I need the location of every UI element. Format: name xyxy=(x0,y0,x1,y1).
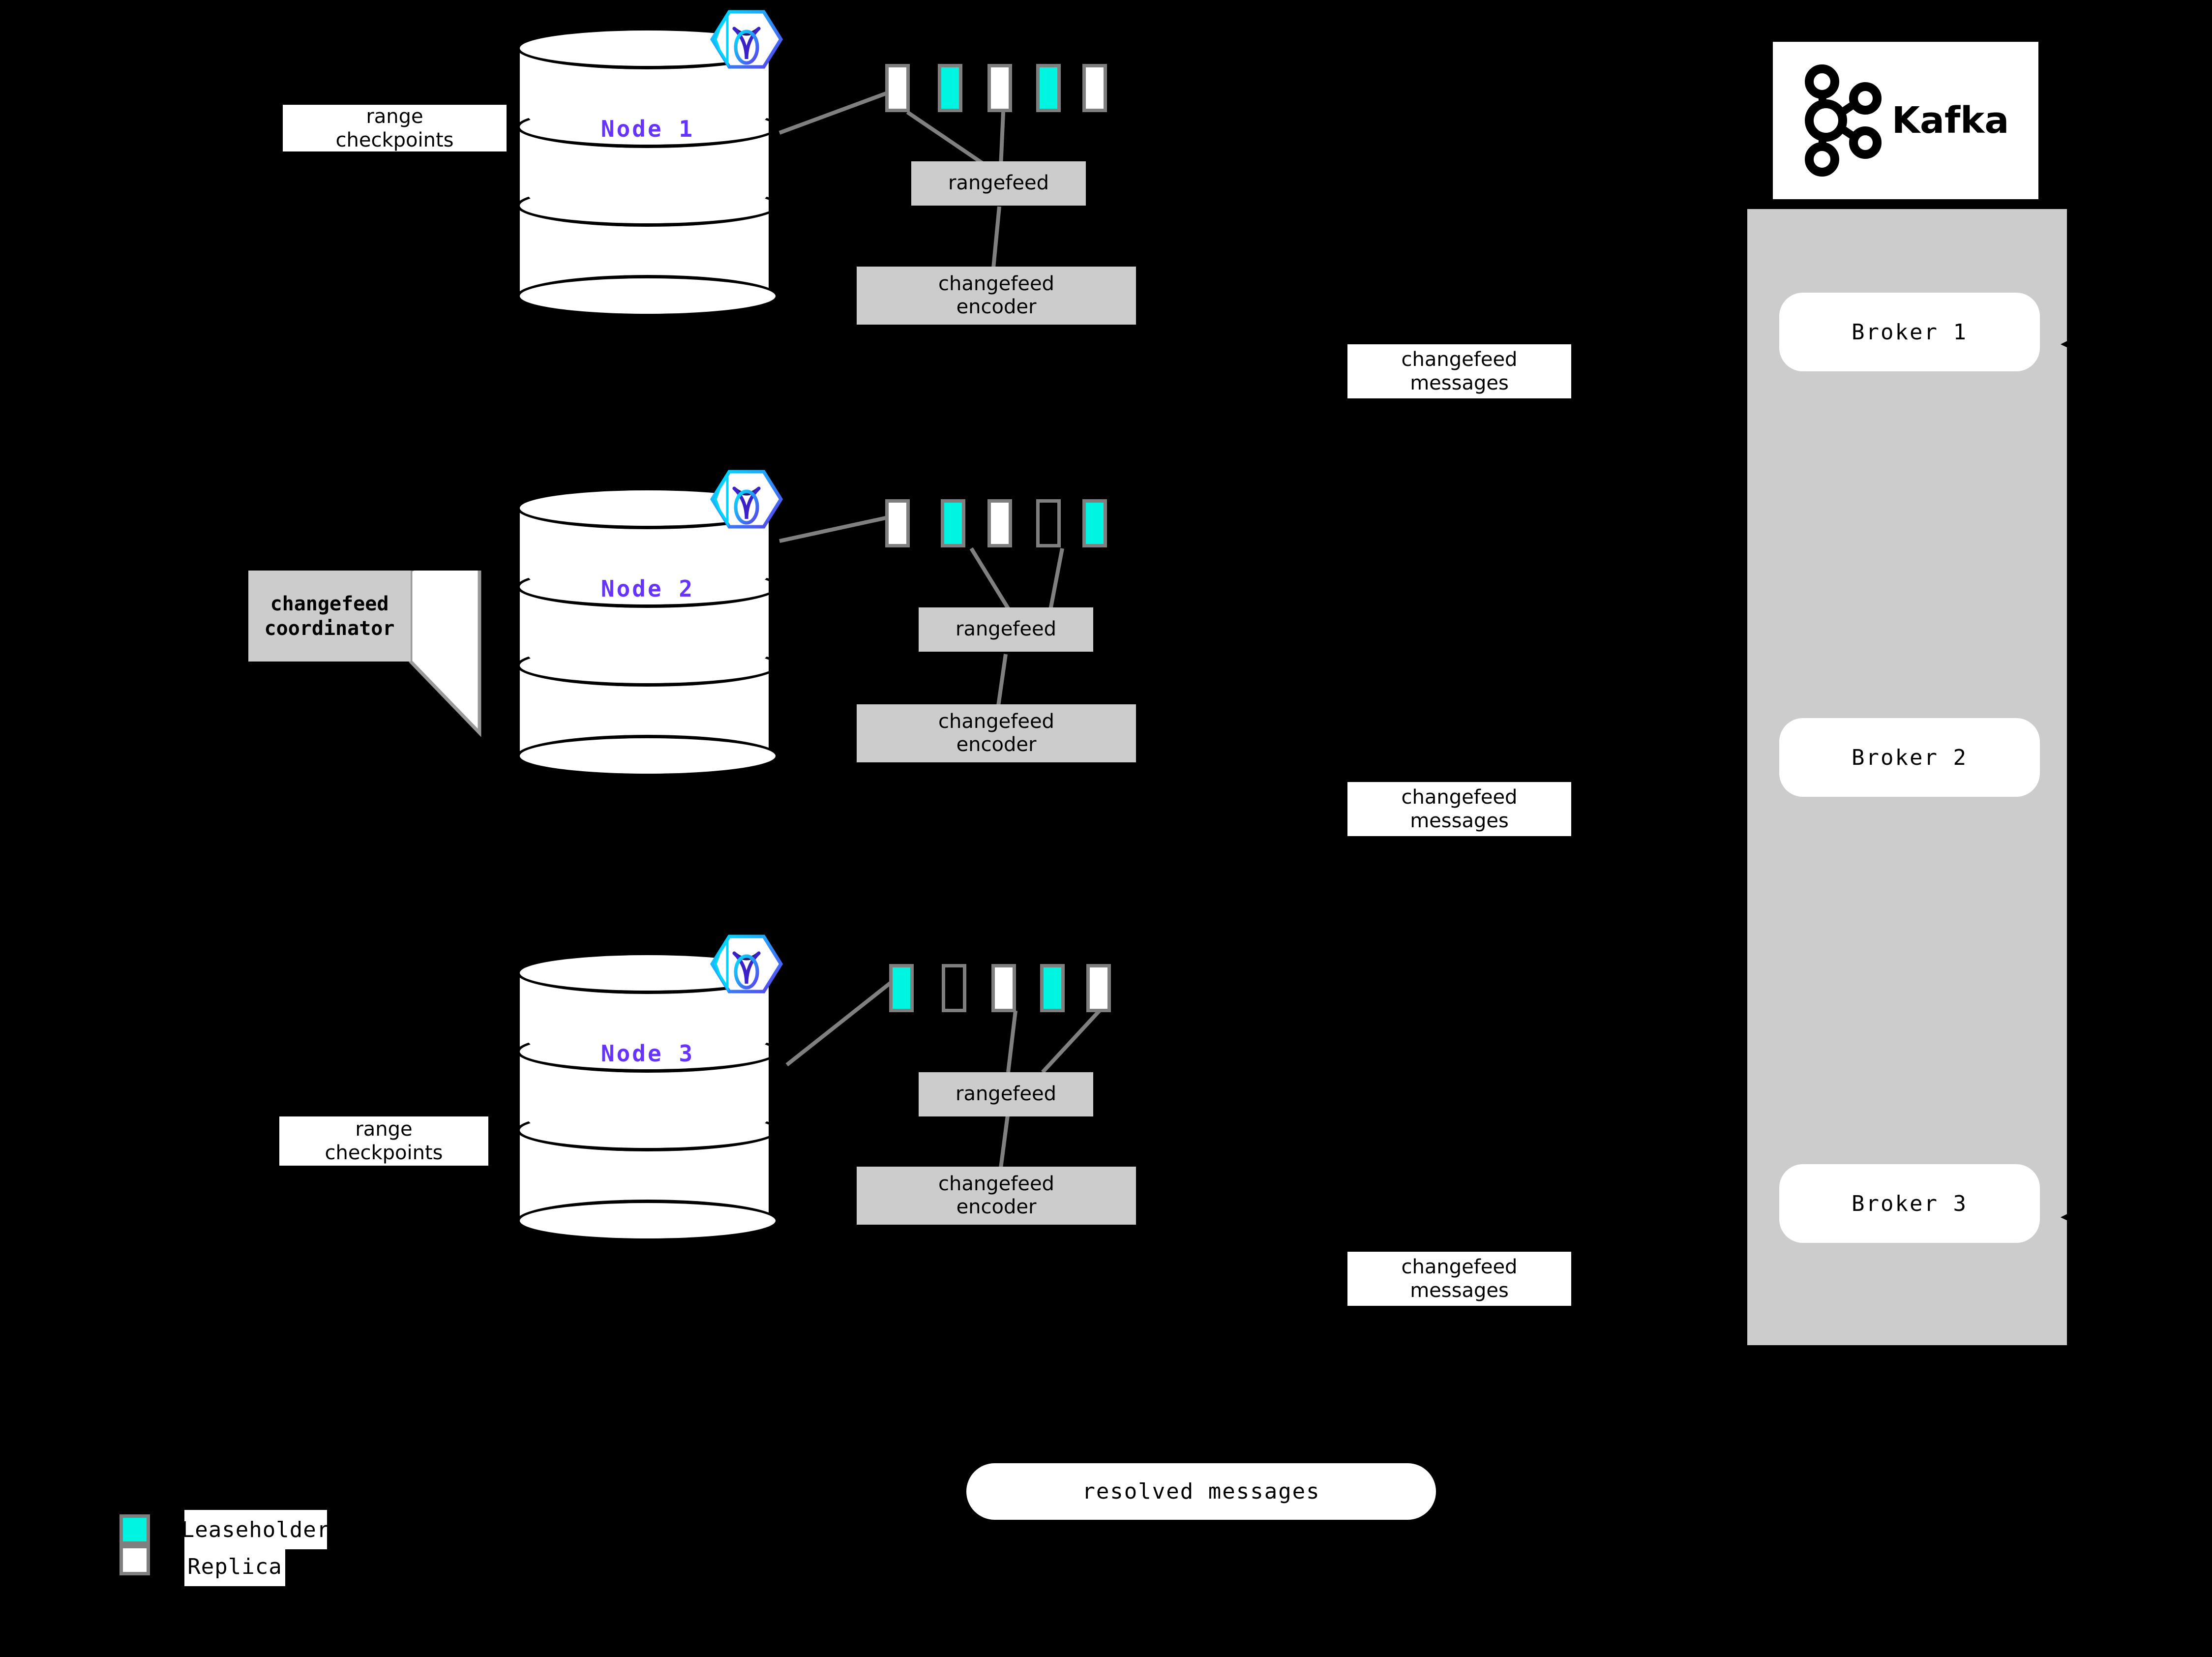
legend-swatch-replica xyxy=(120,1545,150,1575)
node-3-changefeed-messages-label: changefeed messages xyxy=(1347,1252,1571,1306)
leaseholder-box[interactable] xyxy=(889,964,914,1012)
replica-box[interactable] xyxy=(885,64,910,112)
node-1-body xyxy=(516,47,772,298)
node-2-bottom-ellipse xyxy=(516,735,779,777)
kafka-broker-1[interactable]: Broker 1 xyxy=(1779,293,2040,371)
node-2-replica-row xyxy=(885,499,1131,547)
messages-label-line-2: messages xyxy=(1410,810,1509,832)
leaseholder-box[interactable] xyxy=(941,499,965,547)
resolved-messages-label: resolved messages xyxy=(1082,1479,1320,1504)
broker-label: Broker 2 xyxy=(1852,745,1968,770)
replica-box[interactable] xyxy=(987,499,1012,547)
broker-label: Broker 1 xyxy=(1852,319,1968,345)
label-line-1: range xyxy=(355,1118,413,1141)
rangefeed-label: rangefeed xyxy=(956,618,1056,641)
leaseholder-box[interactable] xyxy=(1040,964,1065,1012)
encoder-label-line-2: encoder xyxy=(956,1196,1037,1218)
node-3-changefeed-encoder-box[interactable]: changefeed encoder xyxy=(857,1167,1136,1225)
node-3-range-checkpoints-label: range checkpoints xyxy=(279,1116,488,1166)
encoder-label-line-1: changefeed xyxy=(938,710,1054,733)
node-1-label: Node 1 xyxy=(600,116,695,142)
changefeed-coordinator-callout: changefeed coordinator xyxy=(248,571,543,767)
node-3-label: Node 3 xyxy=(600,1040,695,1067)
legend-label-leaseholder: Leaseholder xyxy=(181,1510,330,1549)
node-3-body xyxy=(516,971,772,1222)
node-1-range-checkpoints-label: range checkpoints xyxy=(283,105,507,151)
node-2-ring-1 xyxy=(516,566,779,608)
legend-text: Leaseholder xyxy=(181,1517,330,1542)
node-1-changefeed-messages-label: changefeed messages xyxy=(1347,344,1571,398)
node-1-replica-row xyxy=(885,64,1131,112)
kafka-logo: Kafka xyxy=(1773,42,2038,199)
cockroachdb-hexagon-icon xyxy=(710,465,783,534)
node-1-rangefeed-box[interactable]: rangefeed xyxy=(911,161,1086,206)
node-2-changefeed-encoder-box[interactable]: changefeed encoder xyxy=(857,704,1136,762)
messages-label-line-1: changefeed xyxy=(1401,1256,1518,1278)
node-2-changefeed-messages-label: changefeed messages xyxy=(1347,782,1571,836)
broker-label: Broker 3 xyxy=(1852,1191,1968,1216)
node-3-replica-row xyxy=(889,964,1135,1012)
encoder-label-line-2: encoder xyxy=(956,296,1037,318)
kafka-logo-icon xyxy=(1804,64,1882,177)
replica-box-empty[interactable] xyxy=(942,964,966,1012)
label-line-1: range xyxy=(366,105,423,128)
leaseholder-box[interactable] xyxy=(1036,64,1061,112)
kafka-wordmark: Kafka xyxy=(1891,99,2009,142)
node-2-rangefeed-box[interactable]: rangefeed xyxy=(919,607,1093,652)
replica-box[interactable] xyxy=(1086,964,1111,1012)
replica-box[interactable] xyxy=(987,64,1012,112)
node-3-ring-2 xyxy=(516,1109,779,1151)
node-3-ring-1 xyxy=(516,1030,779,1073)
node-2-label: Node 2 xyxy=(600,575,695,602)
messages-label-line-2: messages xyxy=(1410,372,1509,394)
coordinator-label-line-2: coordinator xyxy=(264,617,395,640)
node-3-cylinder: Node 3 xyxy=(516,952,779,1242)
node-3-rangefeed-box[interactable]: rangefeed xyxy=(919,1072,1093,1116)
node-2-body xyxy=(516,507,772,757)
leaseholder-box[interactable] xyxy=(938,64,962,112)
resolved-messages-pill[interactable]: resolved messages xyxy=(966,1463,1436,1520)
kafka-broker-2[interactable]: Broker 2 xyxy=(1779,718,2040,797)
legend-swatch-leaseholder xyxy=(120,1514,150,1545)
legend-text: Replica xyxy=(187,1554,282,1579)
messages-label-line-1: changefeed xyxy=(1401,786,1518,809)
label-line-2: checkpoints xyxy=(335,128,454,151)
coordinator-label-line-1: changefeed xyxy=(270,592,389,615)
encoder-label-line-1: changefeed xyxy=(938,272,1054,295)
node-1-bottom-ellipse xyxy=(516,275,779,317)
node-1-ring-1 xyxy=(516,106,779,148)
messages-label-line-2: messages xyxy=(1410,1279,1509,1302)
encoder-label-line-1: changefeed xyxy=(938,1172,1054,1195)
changefeed-coordinator-box[interactable]: changefeed coordinator xyxy=(248,571,411,662)
node-2-ring-2 xyxy=(516,644,779,687)
label-line-2: checkpoints xyxy=(325,1142,443,1164)
legend-label-replica: Replica xyxy=(184,1547,285,1586)
rangefeed-label: rangefeed xyxy=(956,1083,1056,1106)
kafka-broker-3[interactable]: Broker 3 xyxy=(1779,1164,2040,1243)
encoder-label-line-2: encoder xyxy=(956,733,1037,756)
replica-box[interactable] xyxy=(885,499,910,547)
replica-box[interactable] xyxy=(991,964,1016,1012)
node-3-bottom-ellipse xyxy=(516,1200,779,1242)
leaseholder-box[interactable] xyxy=(1082,499,1107,547)
node-1-ring-2 xyxy=(516,184,779,227)
messages-label-line-1: changefeed xyxy=(1401,348,1518,371)
cockroachdb-hexagon-icon xyxy=(710,5,783,74)
rangefeed-label: rangefeed xyxy=(948,172,1049,195)
cockroachdb-hexagon-icon xyxy=(710,930,783,998)
replica-box-empty[interactable] xyxy=(1036,499,1061,547)
node-1-changefeed-encoder-box[interactable]: changefeed encoder xyxy=(857,267,1136,325)
replica-box[interactable] xyxy=(1082,64,1107,112)
